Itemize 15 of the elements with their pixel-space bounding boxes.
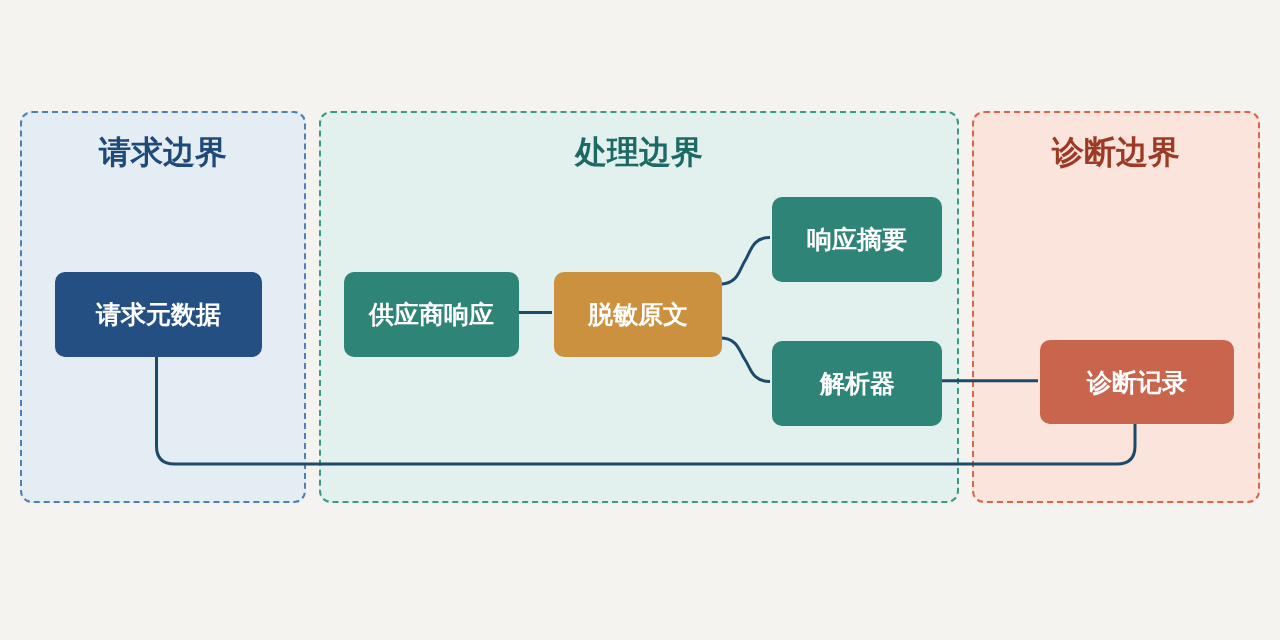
boundary-panel <box>319 111 959 503</box>
process-box: 脱敏原文 <box>554 272 722 357</box>
process-box: 请求元数据 <box>55 272 262 357</box>
connector-line <box>155 355 1137 466</box>
boundary-panel <box>20 111 306 503</box>
process-box: 供应商响应 <box>344 272 519 357</box>
connector-line <box>517 311 552 314</box>
process-box: 解析器 <box>772 341 942 426</box>
boundary-heading: 处理边界 <box>575 132 703 173</box>
boundary-heading: 请求边界 <box>99 132 227 173</box>
connector-line <box>940 379 1038 383</box>
boundary-panel <box>972 111 1260 503</box>
process-box: 诊断记录 <box>1040 340 1234 424</box>
process-box: 响应摘要 <box>772 197 942 282</box>
boundary-heading: 诊断边界 <box>1052 132 1180 173</box>
